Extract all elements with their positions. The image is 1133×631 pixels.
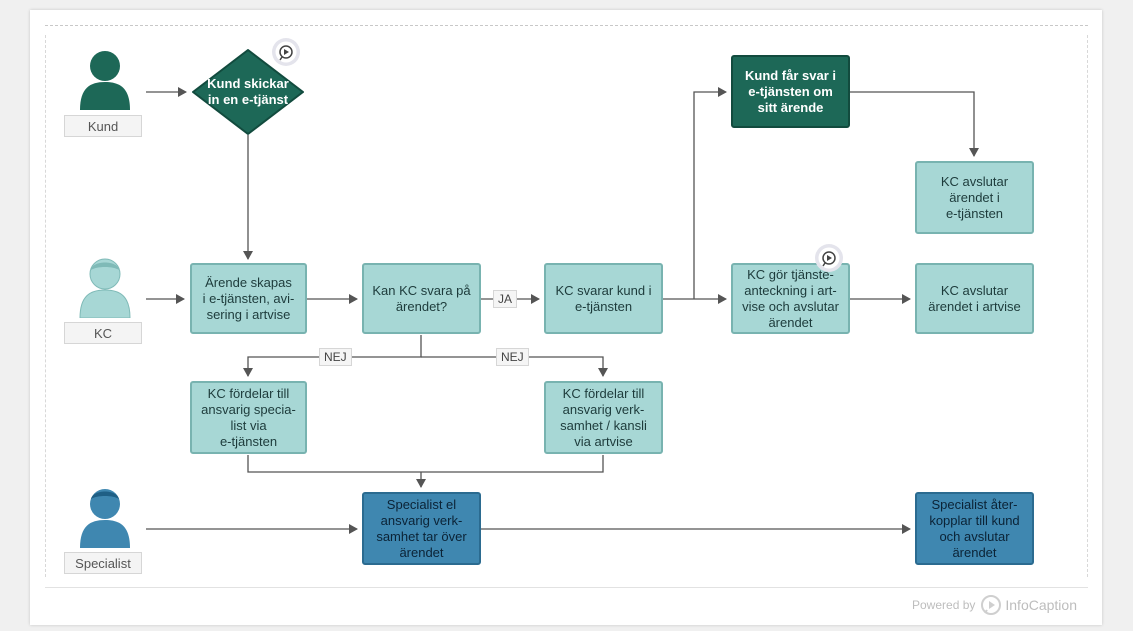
node-kc-note[interactable]: KC gör tjänste- anteckning i art- vise o… [731,263,850,334]
node-specialist-takes[interactable]: Specialist el ansvarig verk- samhet tar … [362,492,481,565]
hotspot-marker-icon[interactable] [271,37,301,67]
role-label-kund: Kund [64,115,142,137]
start-node-label: Kund skickar in en e-tjänst [207,76,289,107]
node-decision[interactable]: Kan KC svara på ärendet? [362,263,481,334]
node-specialist-reply[interactable]: Specialist åter- kopplar till kund och a… [915,492,1034,565]
powered-by[interactable]: Powered by InfoCaption [912,595,1077,615]
hotspot-marker-icon[interactable] [814,243,844,273]
role-label-specialist: Specialist [64,552,142,574]
start-diamond [192,49,304,135]
node-customer-answer[interactable]: Kund får svar i e-tjänsten om sitt ärend… [731,55,850,128]
arrow-customer-close [850,91,979,157]
frame-border-top [45,25,1088,26]
footer-divider [45,587,1088,588]
infocaption-logo-icon [981,595,1002,615]
person-icon [79,258,131,318]
node-kc-answer[interactable]: KC svarar kund i e-tjänsten [544,263,663,334]
arrow-answer-customer [693,87,727,299]
powered-by-text: Powered by [912,598,976,612]
edge-label-no-left: NEJ [319,348,352,366]
role-label-kc: KC [64,322,142,344]
frame-border-right [1087,35,1088,577]
node-create-case[interactable]: Ärende skapas i e-tjänsten, avi- sering … [190,263,307,334]
arrow-assign-merge [247,455,604,487]
node-kc-close-etj[interactable]: KC avslutar ärendet i e-tjänsten [915,161,1034,234]
arrow-decision-no-right [421,356,608,377]
edge-label-no-right: NEJ [496,348,529,366]
frame-border-left [45,35,46,577]
person-icon [80,51,130,110]
node-assign-specialist[interactable]: KC fördelar till ansvarig specia- list v… [190,381,307,454]
brand-name: InfoCaption [1005,597,1077,613]
node-kc-close-artvise[interactable]: KC avslutar ärendet i artvise [915,263,1034,334]
person-icon [80,489,130,548]
node-assign-unit[interactable]: KC fördelar till ansvarig verk- samhet /… [544,381,663,454]
edge-label-yes: JA [493,290,518,308]
